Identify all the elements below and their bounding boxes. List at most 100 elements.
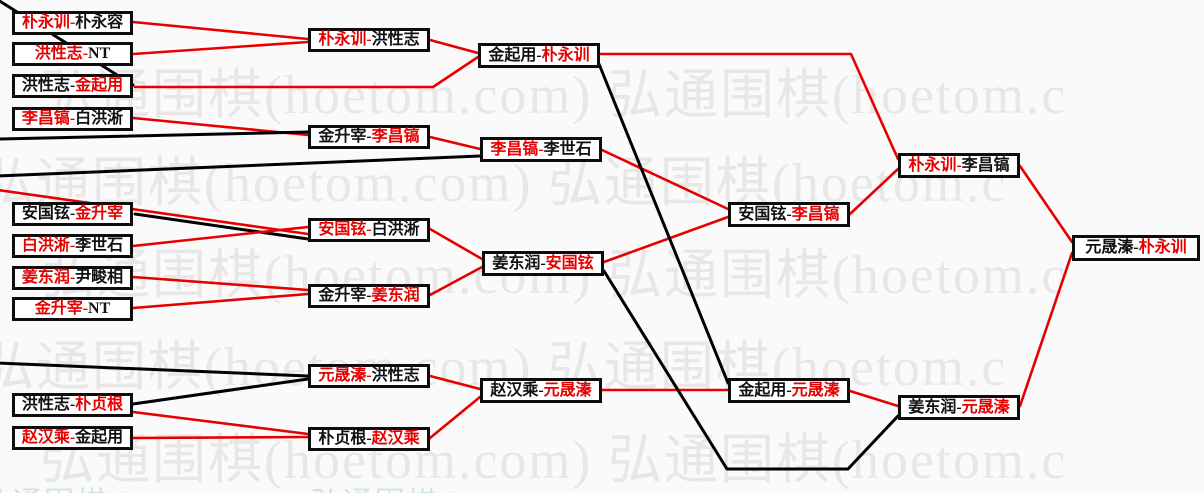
vs-dash: - bbox=[366, 287, 372, 304]
edge-m24-to-m25-red bbox=[1018, 251, 1074, 408]
match-box-m25: 元晟溱-朴永训 bbox=[1072, 235, 1200, 261]
edge-m22-to-m24-red bbox=[848, 389, 900, 408]
player2-name: NT bbox=[88, 45, 111, 62]
edge-m3-to-m17-red bbox=[133, 55, 480, 89]
player2-name: 元晟溱 bbox=[543, 381, 592, 399]
player1-name: 朴永训 bbox=[908, 156, 957, 174]
vs-dash: - bbox=[366, 128, 372, 145]
player1-name: 安国铉 bbox=[21, 205, 70, 222]
player1-name: 洪性志 bbox=[21, 396, 70, 413]
edge-m9-to-m16-red bbox=[131, 410, 310, 436]
edge-m19-to-m21-red bbox=[602, 215, 730, 264]
edge-offscreen-to-m12-black bbox=[0, 130, 310, 141]
player1-name: 姜东润 bbox=[908, 398, 957, 416]
player2-name: 元晟溱 bbox=[791, 381, 840, 399]
edge-m11-to-m17-red bbox=[428, 38, 480, 55]
player2-name: 白洪淅 bbox=[371, 221, 420, 238]
player1-name: 赵汉乘 bbox=[490, 381, 539, 399]
match-box-m5: 安国铉-金升宰 bbox=[12, 202, 133, 226]
edge-offscreen-to-m18-black bbox=[0, 154, 482, 178]
player2-name: 金升宰 bbox=[75, 205, 124, 222]
player2-name: 洪性志 bbox=[371, 367, 420, 384]
match-box-m4: 李昌镐-白洪淅 bbox=[12, 107, 133, 131]
vs-dash: - bbox=[69, 237, 76, 254]
match-box-m19: 姜东润-安国铉 bbox=[482, 251, 604, 276]
edge-m2-to-m11-red bbox=[131, 40, 310, 56]
player2-name: 朴永容 bbox=[75, 14, 124, 31]
vs-dash: - bbox=[956, 398, 962, 416]
vs-dash: - bbox=[1133, 239, 1139, 256]
edge-m21-to-m23-red bbox=[848, 167, 900, 216]
player2-name: 尹畯相 bbox=[75, 269, 124, 286]
edge-m7-to-m14-red bbox=[131, 275, 310, 292]
match-box-m17: 金起用-朴永训 bbox=[478, 43, 600, 68]
player1-name: 金升宰 bbox=[318, 287, 367, 304]
player1-name: 朴贞根 bbox=[318, 430, 367, 447]
edge-m16-to-m20-red bbox=[428, 395, 482, 440]
vs-dash: - bbox=[69, 77, 76, 94]
edge-m13-to-m19-red bbox=[428, 227, 484, 261]
vs-dash: - bbox=[956, 156, 962, 174]
player1-name: 姜东润 bbox=[492, 254, 541, 272]
player1-name: 洪性志 bbox=[21, 77, 70, 94]
player1-name: 朴永训 bbox=[318, 31, 367, 48]
edge-m14-to-m19-red bbox=[428, 265, 484, 297]
player2-name: 朴永训 bbox=[541, 46, 590, 64]
edge-m10-to-m16-red bbox=[131, 435, 310, 440]
player1-name: 洪性志 bbox=[34, 45, 83, 62]
player2-name: 金起用 bbox=[75, 429, 124, 446]
player2-name: 白洪淅 bbox=[75, 110, 124, 127]
player1-name: 李昌镐 bbox=[21, 110, 70, 127]
vs-dash: - bbox=[69, 110, 76, 127]
vs-dash: - bbox=[366, 430, 372, 447]
player1-name: 金起用 bbox=[488, 46, 537, 64]
edge-m1-to-m11-red bbox=[131, 20, 310, 41]
vs-dash: - bbox=[366, 367, 372, 384]
player2-name: 安国铉 bbox=[545, 254, 594, 272]
vs-dash: - bbox=[69, 14, 76, 31]
vs-dash: - bbox=[366, 31, 372, 48]
player1-name: 白洪淅 bbox=[21, 237, 70, 254]
vs-dash: - bbox=[786, 381, 792, 399]
edge-m23-to-m25-red bbox=[1018, 164, 1074, 244]
player1-name: 安国铉 bbox=[318, 221, 367, 238]
player1-name: 李昌镐 bbox=[490, 140, 539, 158]
match-box-m13: 安国铉-白洪淅 bbox=[308, 218, 430, 242]
match-box-m16: 朴贞根-赵汉乘 bbox=[308, 427, 430, 451]
match-box-m23: 朴永训-李昌镐 bbox=[898, 153, 1020, 178]
player2-name: 李世石 bbox=[543, 140, 592, 158]
player2-name: 洪性志 bbox=[371, 31, 420, 48]
player1-name: 金升宰 bbox=[34, 300, 83, 317]
edge-m19-to-m24-black bbox=[602, 269, 900, 471]
player2-name: 元晟溱 bbox=[961, 398, 1010, 416]
match-box-m3: 洪性志-金起用 bbox=[12, 74, 133, 98]
match-box-m14: 金升宰-姜东润 bbox=[308, 284, 430, 308]
player2-name: 李昌镐 bbox=[961, 156, 1010, 174]
match-box-m2: 洪性志-NT bbox=[12, 42, 133, 66]
player1-name: 金升宰 bbox=[318, 128, 367, 145]
edge-m8-to-m14-red bbox=[131, 292, 310, 310]
player2-name: 朴永训 bbox=[1138, 239, 1187, 256]
match-box-m7: 姜东润-尹畯相 bbox=[12, 266, 133, 290]
edge-m9-to-m15-black bbox=[131, 377, 310, 406]
vs-dash: - bbox=[82, 300, 89, 317]
player2-name: NT bbox=[88, 300, 111, 317]
player1-name: 元晟溱 bbox=[1085, 239, 1134, 256]
player2-name: 金起用 bbox=[75, 77, 124, 94]
player2-name: 赵汉乘 bbox=[371, 430, 420, 447]
vs-dash: - bbox=[82, 45, 89, 62]
match-box-m8: 金升宰-NT bbox=[12, 297, 133, 321]
player1-name: 元晟溱 bbox=[318, 367, 367, 384]
edge-m6-to-m13-red bbox=[131, 225, 310, 248]
edge-m17-to-m23-red bbox=[598, 52, 900, 161]
match-box-m11: 朴永训-洪性志 bbox=[308, 28, 430, 52]
player1-name: 朴永训 bbox=[21, 14, 70, 31]
match-box-m15: 元晟溱-洪性志 bbox=[308, 364, 430, 388]
vs-dash: - bbox=[538, 381, 544, 399]
edge-m18-to-m21-red bbox=[600, 148, 730, 211]
edge-m15-to-m20-red bbox=[428, 374, 482, 391]
match-box-m12: 金升宰-李昌镐 bbox=[308, 125, 430, 149]
vs-dash: - bbox=[786, 205, 792, 223]
